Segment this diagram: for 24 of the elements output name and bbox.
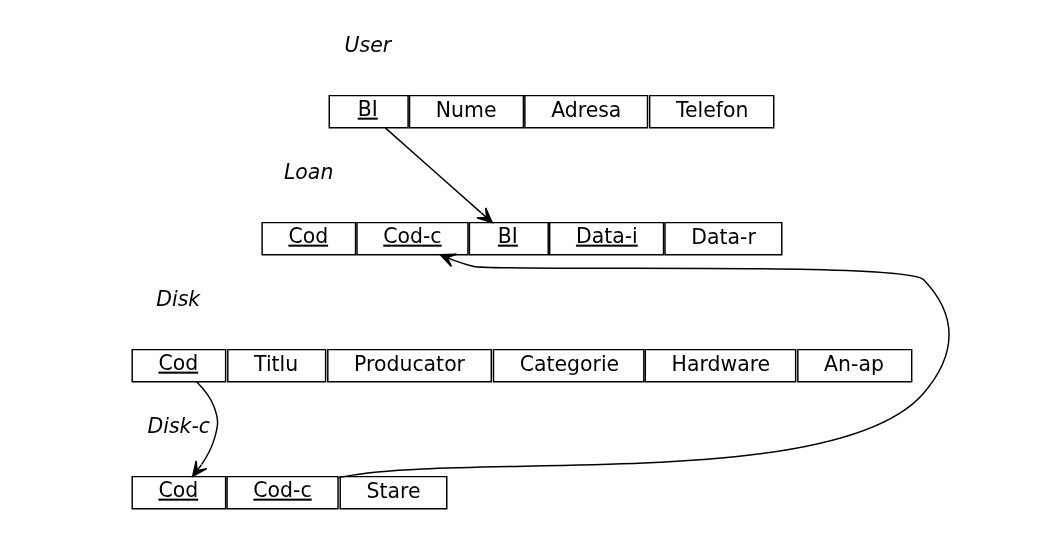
label: User: [344, 33, 392, 58]
node-box: BI: [468, 221, 549, 256]
node-box: Data-r: [664, 221, 783, 256]
node-box: Categorie: [492, 348, 645, 383]
node-box: An-ap: [797, 348, 913, 383]
node-box: Cod: [261, 221, 357, 256]
label: Disk: [156, 287, 201, 312]
node-box: Cod-c: [356, 221, 469, 256]
arrow: [384, 127, 493, 224]
node-box: Producator: [327, 348, 493, 383]
node-box: Cod: [131, 348, 227, 383]
label: Disk-c: [147, 414, 210, 439]
node-box: Titlu: [227, 348, 327, 383]
label: Loan: [284, 160, 334, 185]
node-box: BI: [328, 94, 409, 129]
node-box: Stare: [339, 475, 448, 510]
node-box: Nume: [408, 94, 525, 129]
arrow: [191, 381, 219, 478]
node-box: Telefon: [648, 94, 775, 129]
node-box: Hardware: [644, 348, 797, 383]
node-box: Cod: [131, 475, 227, 510]
node-box: Data-i: [548, 221, 665, 256]
node-box: Adresa: [524, 94, 649, 129]
node-box: Cod-c: [226, 475, 339, 510]
